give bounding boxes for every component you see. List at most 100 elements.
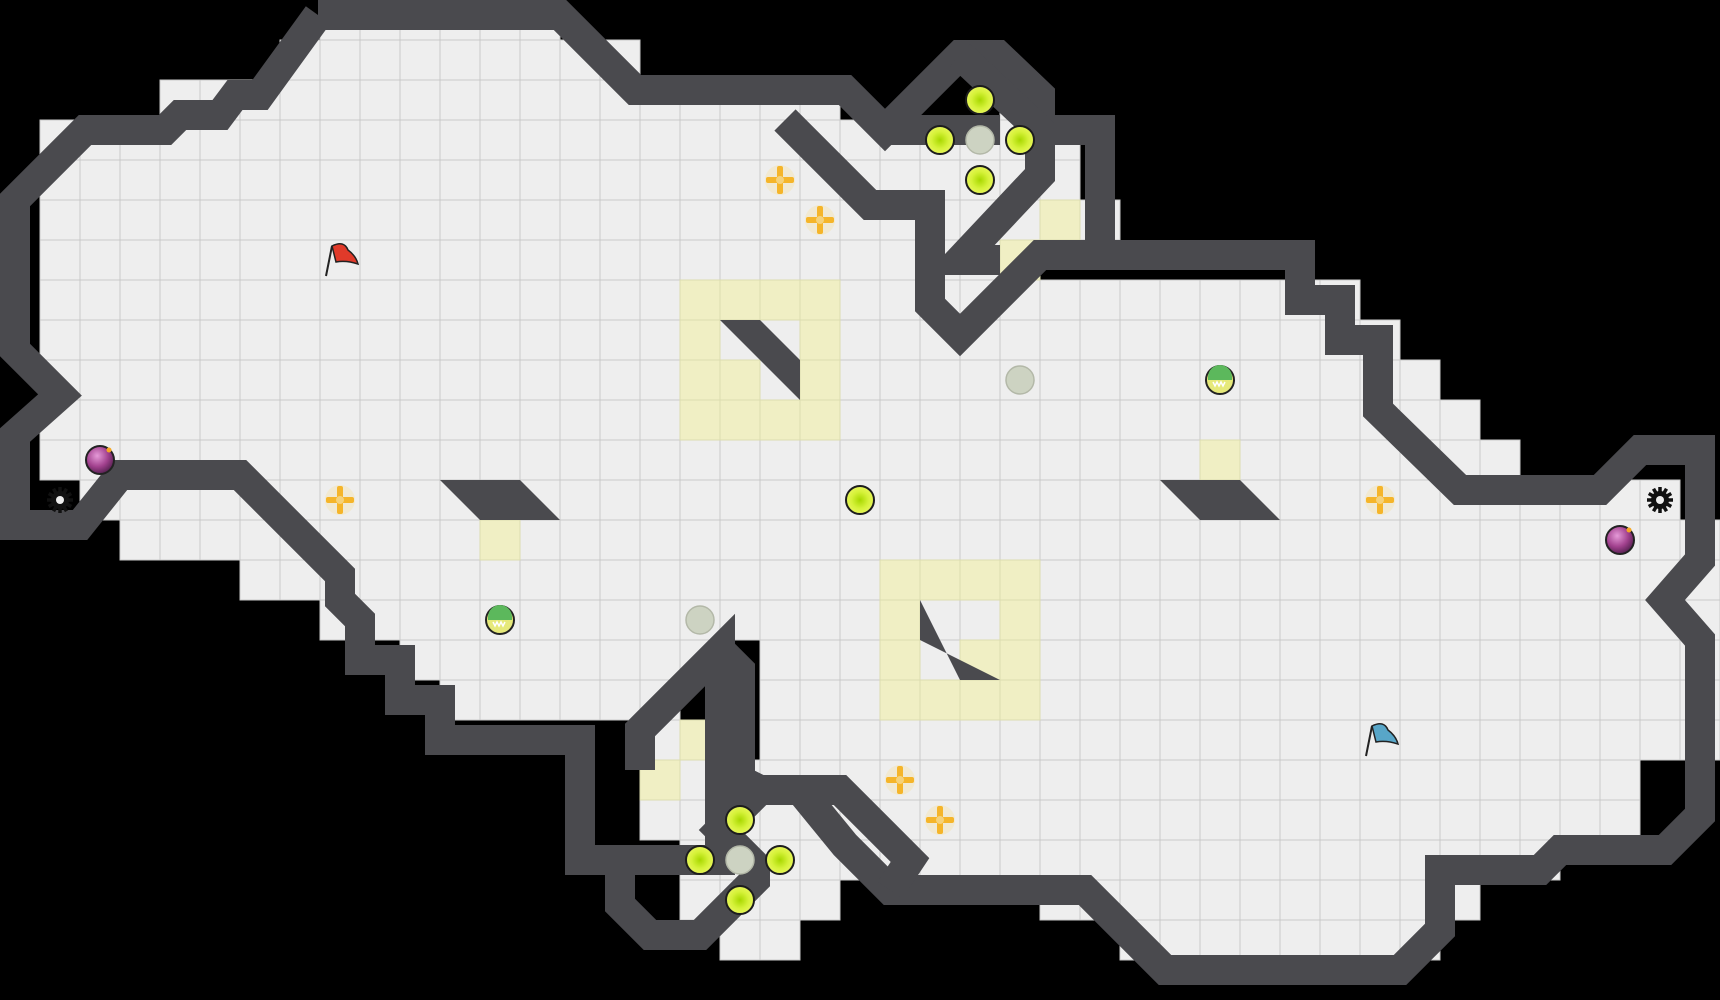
powerup-icon[interactable] [765,845,795,875]
booster-icon[interactable] [1365,485,1395,515]
floor-tile [119,199,161,241]
floor-tile [1359,799,1401,841]
gate-icon[interactable] [485,605,515,635]
floor-tile [799,679,841,721]
floor-tile [199,359,241,401]
powerup-icon[interactable] [845,485,875,515]
floor-tile [439,279,481,321]
floor-tile [239,239,281,281]
floor-tile [1039,759,1081,801]
floor-tile [479,199,521,241]
floor-tile [679,559,721,601]
powerup-icon[interactable] [725,805,755,835]
floor-tile [999,439,1041,481]
speed-tile [759,279,801,321]
powerup-icon[interactable] [685,845,715,875]
floor-tile [1519,759,1561,801]
gate-icon[interactable] [1205,365,1235,395]
speed-tile [999,599,1041,641]
floor-tile [199,159,241,201]
floor-tile [1079,279,1121,321]
booster-icon[interactable] [325,485,355,515]
floor-tile [1199,399,1241,441]
floor-tile [1359,639,1401,681]
floor-tile [1279,439,1321,481]
floor-tile [519,119,561,161]
floor-tile [1119,799,1161,841]
floor-tile [1199,759,1241,801]
booster-icon[interactable] [885,765,915,795]
floor-tile [959,799,1001,841]
blue-flag-icon[interactable] [1365,723,1400,757]
floor-tile [639,399,681,441]
floor-tile [999,719,1041,761]
floor-tile [1359,519,1401,561]
floor-tile [1159,399,1201,441]
floor-tile [719,239,761,281]
floor-tile [1359,599,1401,641]
powerup-empty-icon[interactable] [1005,365,1035,395]
floor-tile [479,39,521,81]
floor-tile [159,279,201,321]
floor-tile [199,519,241,561]
bomb-icon[interactable] [1605,525,1635,555]
powerup-icon[interactable] [965,85,995,115]
floor-tile [519,79,561,121]
floor-tile [719,519,761,561]
floor-tile [1159,639,1201,681]
floor-tile [759,919,801,961]
floor-tile [639,359,681,401]
booster-icon[interactable] [805,205,835,235]
powerup-icon[interactable] [1005,125,1035,155]
floor-tile [1319,599,1361,641]
floor-tile [599,679,641,721]
red-flag-icon[interactable] [325,243,360,277]
floor-tile [79,319,121,361]
floor-tile [39,439,81,481]
floor-tile [1239,919,1281,961]
floor-tile [479,359,521,401]
floor-tile [839,599,881,641]
speed-tile [679,359,721,401]
powerup-icon[interactable] [725,885,755,915]
bomb-icon[interactable] [85,445,115,475]
powerup-icon[interactable] [925,125,955,155]
floor-tile [679,119,721,161]
floor-tile [1239,279,1281,321]
powerup-empty-icon[interactable] [965,125,995,155]
floor-tile [319,399,361,441]
floor-tile [599,239,641,281]
floor-tile [399,479,441,521]
floor-tile [1239,439,1281,481]
floor-tile [919,439,961,481]
floor-tile [639,319,681,361]
floor-tile [39,199,81,241]
floor-tile [479,439,521,481]
powerup-icon[interactable] [965,165,995,195]
floor-tile [639,199,681,241]
floor-tile [519,399,561,441]
floor-tile [1319,519,1361,561]
floor-tile [1319,879,1361,921]
floor-tile [399,159,441,201]
booster-icon[interactable] [925,805,955,835]
floor-tile [39,279,81,321]
speed-tile [919,559,961,601]
floor-tile [439,199,481,241]
floor-tile [999,839,1041,881]
floor-tile [1239,639,1281,681]
floor-tile [119,519,161,561]
floor-tile [919,519,961,561]
floor-tile [439,359,481,401]
floor-tile [559,79,601,121]
floor-tile [1119,359,1161,401]
powerup-empty-icon[interactable] [725,845,755,875]
floor-tile [759,679,801,721]
floor-tile [879,359,921,401]
booster-icon[interactable] [765,165,795,195]
powerup-empty-icon[interactable] [685,605,715,635]
floor-tile [959,479,1001,521]
floor-tile [599,439,641,481]
floor-tile [399,319,441,361]
